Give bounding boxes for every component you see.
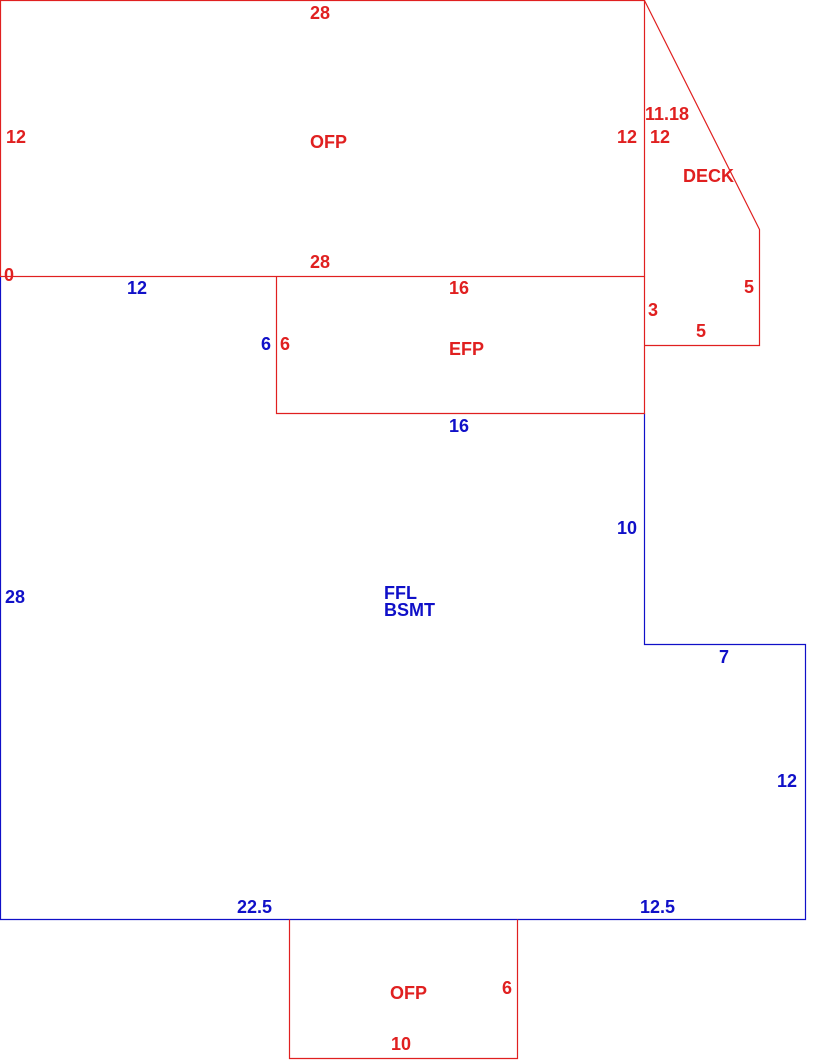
deck-dim-bottom: 5	[696, 321, 706, 341]
efp-dim-top: 16	[449, 278, 469, 298]
deck-dim-lower-left: 3	[648, 300, 658, 320]
deck-dim-right: 5	[744, 277, 754, 297]
ofp-top-dim-right: 12	[617, 127, 637, 147]
deck-outline	[643, 0, 761, 347]
main-dim-bottom-right: 12.5	[640, 897, 675, 917]
ofp-top-dim-left: 12	[6, 127, 26, 147]
main-dim-right-upper: 10	[617, 518, 637, 538]
efp-area-label: EFP	[449, 339, 484, 359]
ofp-bottom-area-label: OFP	[390, 983, 427, 1003]
efp-dim-left: 6	[280, 334, 290, 354]
ofp-bottom-dim-right: 6	[502, 978, 512, 998]
ofp-top-area-label: OFP	[310, 132, 347, 152]
main-dim-inner-left: 6	[261, 334, 271, 354]
efp-dim-bottom: 16	[449, 416, 469, 436]
main-area-outline	[0, 276, 807, 921]
main-dim-step: 7	[719, 647, 729, 667]
ofp-top-dim-bottom: 28	[310, 252, 330, 272]
ofp-top-dim-top: 28	[310, 3, 330, 23]
ofp-bottom-outline	[288, 919, 519, 1060]
origin-label: 0	[4, 265, 14, 285]
deck-area-label: DECK	[683, 166, 734, 186]
main-dim-top-left: 12	[127, 278, 147, 298]
ofp-bottom-dim-bottom: 10	[391, 1034, 411, 1054]
main-area-label-line2: BSMT	[384, 600, 435, 620]
deck-dim-diagonal: 11.18	[645, 104, 689, 124]
main-dim-bottom-left: 22.5	[237, 897, 272, 917]
main-dim-left: 28	[5, 587, 25, 607]
main-area-label-line1: FFL	[384, 583, 417, 603]
deck-dim-left: 12	[650, 127, 670, 147]
ofp-top-outline	[0, 0, 646, 278]
main-dim-right-lower: 12	[777, 771, 797, 791]
